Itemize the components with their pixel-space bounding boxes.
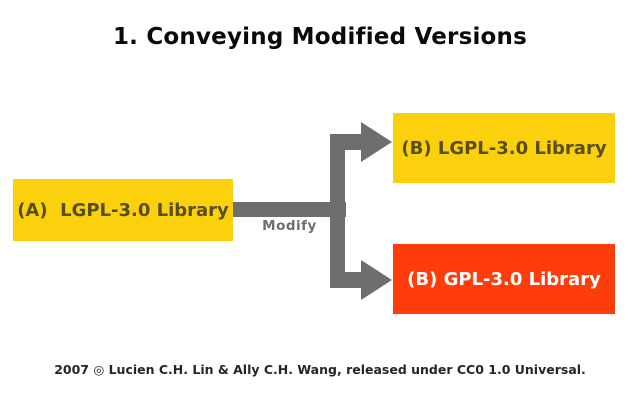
node-b-gpl-library: (B) GPL-3.0 Library — [393, 244, 615, 314]
arrow-main-shaft — [233, 202, 346, 217]
page-title: 1. Conveying Modified Versions — [112, 24, 528, 50]
arrow-top-branch — [344, 134, 362, 150]
arrow-trunk — [330, 134, 345, 288]
arrow-top-head-icon — [361, 122, 392, 162]
arrow-bottom-branch — [344, 272, 362, 288]
arrow-bottom-head-icon — [361, 260, 392, 300]
copyright-footer: 2007 ◎ Lucien C.H. Lin & Ally C.H. Wang,… — [54, 362, 586, 377]
node-b-lgpl-label: (B) LGPL-3.0 Library — [401, 137, 607, 159]
node-b-lgpl-library: (B) LGPL-3.0 Library — [393, 113, 615, 183]
arrow-label-modify: Modify — [262, 218, 317, 234]
node-a-label: (A) LGPL-3.0 Library — [17, 199, 229, 221]
node-a-lgpl-library: (A) LGPL-3.0 Library — [13, 179, 233, 241]
node-b-gpl-label: (B) GPL-3.0 Library — [407, 268, 601, 290]
